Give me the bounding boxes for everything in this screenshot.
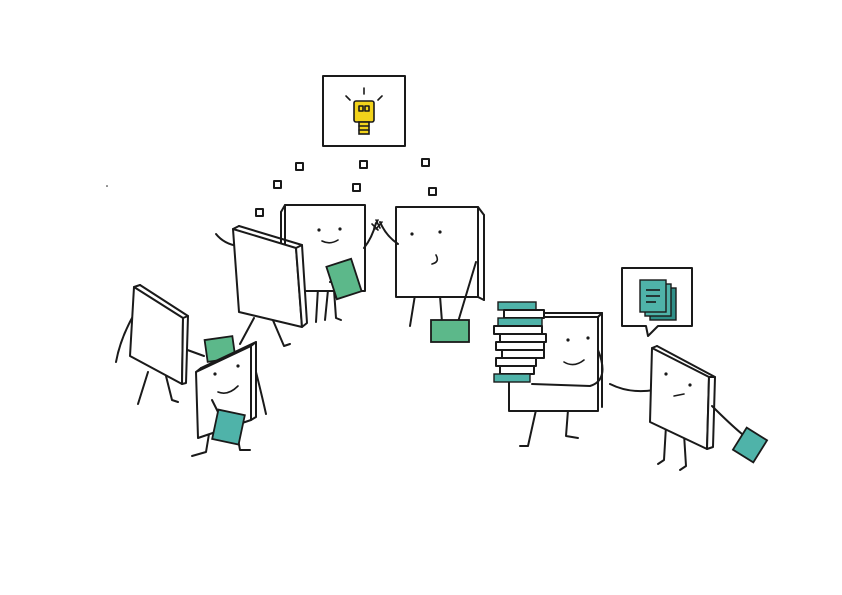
lightbulb-icon (345, 87, 383, 135)
idea-particles (255, 158, 437, 217)
speech-bubble (621, 267, 693, 337)
character-right-walker (609, 345, 769, 471)
character-carrying-books (493, 301, 604, 447)
document-stack-icon (639, 279, 677, 321)
character-front-left (191, 341, 267, 457)
character-high-five-right (371, 206, 485, 343)
idea-frame (322, 75, 406, 147)
book-stack (493, 301, 547, 383)
character-cheering (215, 225, 308, 347)
